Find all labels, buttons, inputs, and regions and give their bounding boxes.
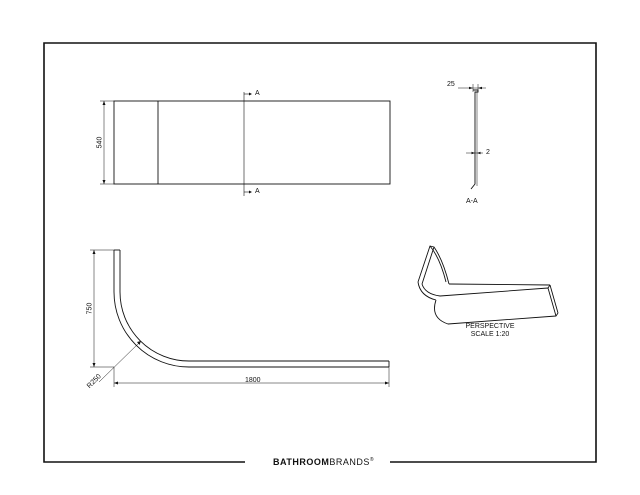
dimension-540: 540 — [96, 136, 104, 149]
dim-line-radius — [98, 340, 142, 383]
dimension-2: 2 — [486, 149, 490, 156]
section-label-a-top: A — [255, 90, 260, 97]
top-view — [100, 92, 391, 196]
plan-outer-profile — [113, 250, 389, 368]
dimension-750: 750 — [86, 302, 94, 315]
brand-name-light: BRANDS — [329, 457, 370, 467]
perspective-deck — [434, 287, 557, 325]
dimension-1800: 1800 — [245, 377, 261, 384]
perspective-wall — [417, 245, 435, 285]
top-view-outline — [113, 100, 391, 185]
perspective-title: PERSPECTIVE — [465, 323, 515, 330]
brand-name-bold: BATHROOM — [273, 457, 330, 467]
plan-view — [90, 249, 390, 387]
section-label-a-bottom: A — [255, 188, 260, 195]
registered-mark: ® — [369, 457, 375, 463]
perspective-scale: SCALE 1:20 — [470, 331, 510, 339]
section-title: A-A — [466, 198, 478, 205]
brand-name: BATHROOMBRANDS® — [273, 457, 374, 467]
section-view — [458, 84, 486, 190]
sheet-border — [43, 42, 597, 463]
brand-footer: BATHROOMBRANDS® — [252, 454, 379, 470]
plan-inner-profile — [119, 250, 389, 362]
perspective-view — [417, 245, 559, 325]
section-profile — [470, 89, 479, 190]
perspective-caption: PERSPECTIVE SCALE 1:20 — [455, 323, 525, 340]
dimension-25: 25 — [447, 81, 455, 88]
